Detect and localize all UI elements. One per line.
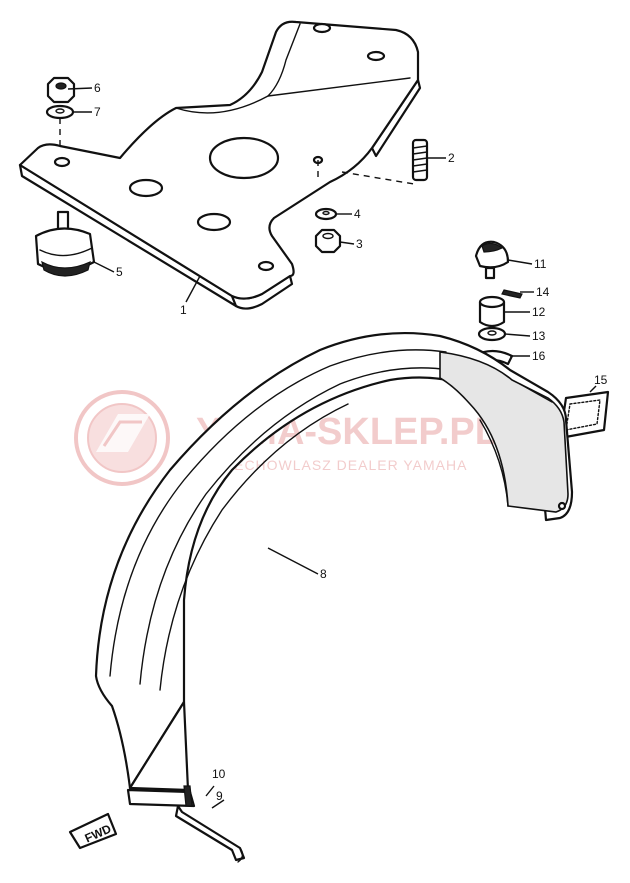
part-screw-14 (501, 289, 523, 299)
callout-6: 6 (94, 81, 101, 95)
part-mounting-plate (18, 20, 422, 310)
callout-15: 15 (594, 373, 608, 387)
callout-9: 9 (216, 789, 223, 803)
leader-lines (67, 87, 597, 809)
callout-13: 13 (532, 329, 546, 343)
callout-3: 3 (356, 237, 363, 251)
callout-5: 5 (116, 265, 123, 279)
watermark-subtitle: WSZECHOWLASZ DEALER YAMAHA (200, 457, 467, 473)
part-reflector (558, 390, 610, 440)
callout-2: 2 (448, 151, 455, 165)
part-washer-13 (477, 326, 507, 342)
part-stay (174, 804, 246, 863)
part-stud-bolt (411, 138, 429, 182)
part-washer-4 (314, 207, 338, 221)
part-cap-11 (474, 240, 510, 280)
callout-8: 8 (320, 567, 327, 581)
part-nut-6 (46, 76, 76, 104)
part-collar-12 (478, 295, 506, 328)
callout-11: 11 (534, 257, 547, 271)
callout-10: 10 (212, 767, 226, 781)
callout-1: 1 (180, 303, 187, 317)
part-rear-fender (94, 332, 574, 808)
callout-4: 4 (354, 207, 361, 221)
part-washer-7 (45, 104, 75, 120)
direction-tag: FWD (68, 812, 118, 850)
callout-12: 12 (532, 305, 546, 319)
callout-labels: 6 7 2 4 3 5 1 11 14 12 13 16 15 8 10 9 (94, 81, 608, 803)
part-nut-3 (314, 228, 342, 254)
watermark-logo (74, 390, 170, 486)
callout-16: 16 (532, 349, 546, 363)
part-bolt-10 (183, 785, 193, 807)
callout-7: 7 (94, 105, 101, 119)
callout-14: 14 (536, 285, 550, 299)
part-rubber-damper (34, 210, 96, 277)
